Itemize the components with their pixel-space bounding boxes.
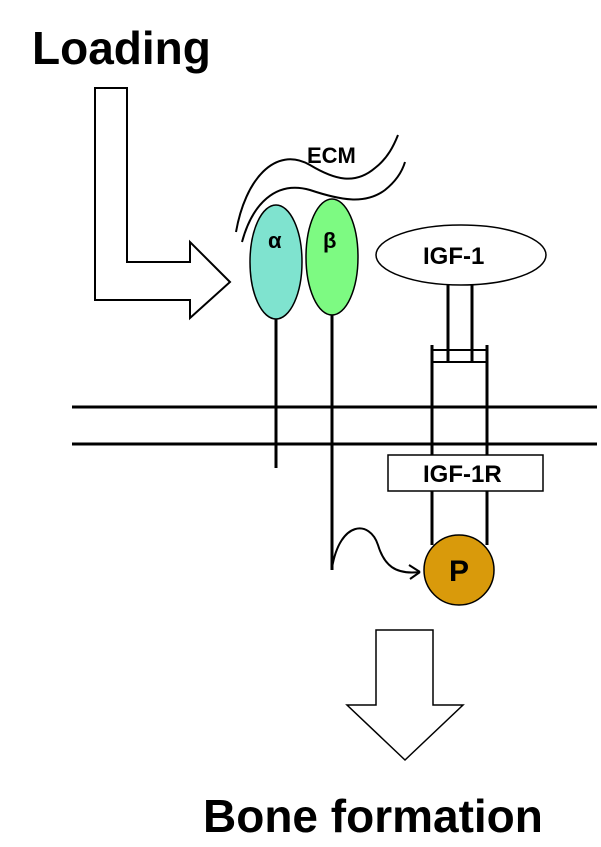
integrin-alpha-subunit [249,204,303,320]
ecm-line-inner [241,161,406,243]
integrin-beta-subunit [305,198,359,316]
loading-label: Loading [32,22,211,74]
bone-formation-label: Bone formation [203,790,543,842]
phospho-circle [423,534,495,606]
loading-arrow [94,87,232,321]
igf1r-label: IGF-1R [423,461,502,488]
igf1r-box [387,454,544,492]
signal-arrowhead [408,564,421,580]
ecm-line-outer [235,134,399,233]
igf1-ligand [375,224,547,286]
bone-formation-arrow [345,629,465,762]
beta-label: β [323,228,336,253]
igf1-label: IGF-1 [423,243,484,270]
alpha-label: α [268,228,282,253]
signal-arrow [331,527,421,574]
phospho-label: P [449,555,469,588]
ecm-label: ECM [307,143,356,168]
